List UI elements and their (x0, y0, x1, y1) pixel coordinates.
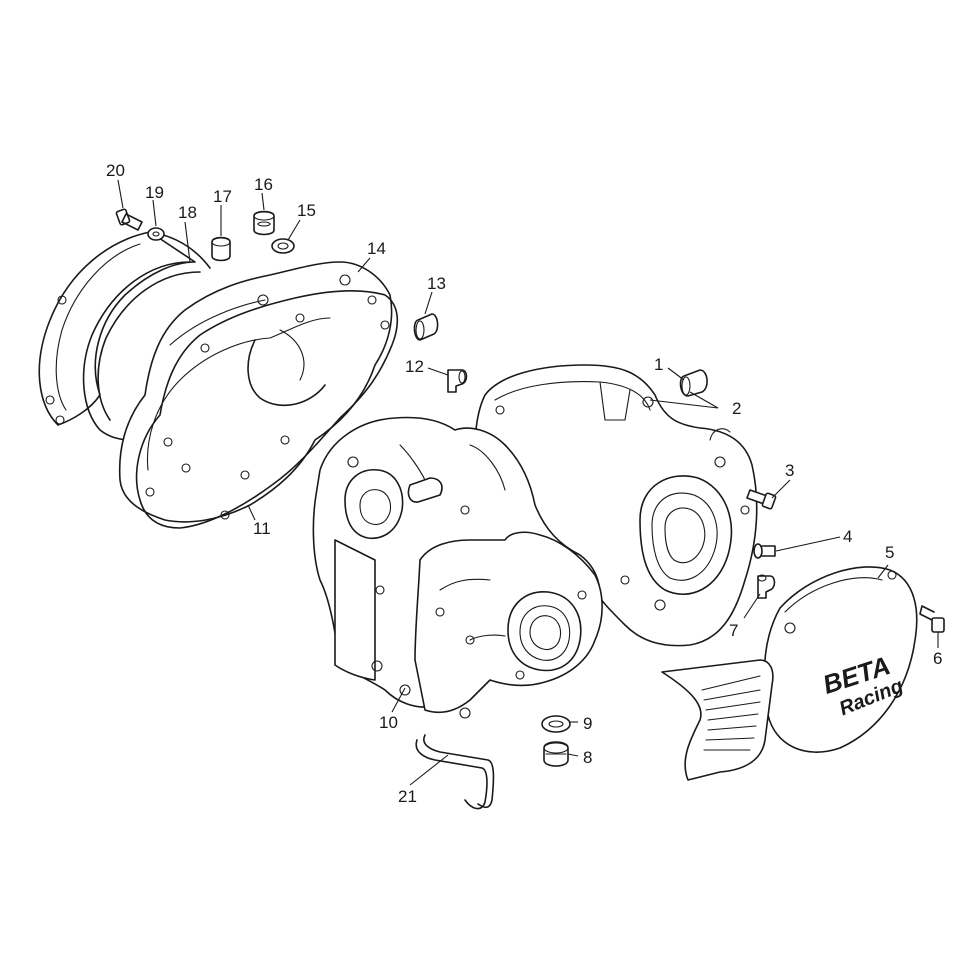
washer-part-15 (271, 238, 295, 254)
callout-4: 4 (843, 527, 852, 546)
clutch-cover-gasket-ring (82, 261, 201, 441)
callout-8: 8 (583, 748, 592, 767)
callout-7: 7 (729, 621, 738, 640)
callout-9: 9 (583, 714, 592, 733)
washer-part-9 (541, 715, 571, 733)
clutch-cover (118, 261, 393, 523)
callout-6: 6 (933, 649, 942, 668)
leader-lines (117, 179, 939, 786)
bushing-part-1 (679, 369, 708, 397)
drain-plug-part-8 (543, 741, 569, 767)
sprocket-cover (661, 659, 774, 781)
elbow-fitting-part-7 (757, 574, 776, 599)
callout-14: 14 (367, 239, 386, 258)
wire-clip-part-21 (415, 734, 495, 810)
callout-5: 5 (885, 543, 894, 562)
plug-part-16 (253, 210, 275, 236)
washer-part-19 (147, 227, 165, 241)
callout-19: 19 (145, 183, 164, 202)
callout-10: 10 (379, 713, 398, 732)
callout-3: 3 (785, 461, 794, 480)
callout-15: 15 (297, 201, 316, 220)
screw-part-4 (753, 543, 776, 559)
callout-13: 13 (427, 274, 446, 293)
clutch-outer-cover (38, 231, 211, 426)
crankcase-center-section (414, 531, 603, 714)
bushing-part-13 (413, 313, 439, 341)
plug-part-17 (211, 236, 231, 262)
ignition-cover-part-5: BETA Racing (763, 566, 918, 753)
callout-12: 12 (405, 357, 424, 376)
elbow-fitting-part-12 (447, 369, 468, 393)
callout-1: 1 (654, 355, 663, 374)
screw-part-6 (919, 605, 945, 633)
callout-17: 17 (213, 187, 232, 206)
clutch-cover-gasket (135, 289, 399, 529)
crankcase-right-half (474, 364, 758, 647)
callout-16: 16 (254, 175, 273, 194)
callout-18: 18 (178, 203, 197, 222)
callout-20: 20 (106, 161, 125, 180)
callout-2: 2 (732, 399, 741, 418)
callout-11: 11 (253, 519, 271, 538)
callout-21: 21 (398, 787, 417, 806)
callout-labels: 20 19 18 17 16 15 14 13 12 1 2 3 4 5 6 7… (106, 161, 942, 806)
screw-part-20 (115, 208, 143, 231)
